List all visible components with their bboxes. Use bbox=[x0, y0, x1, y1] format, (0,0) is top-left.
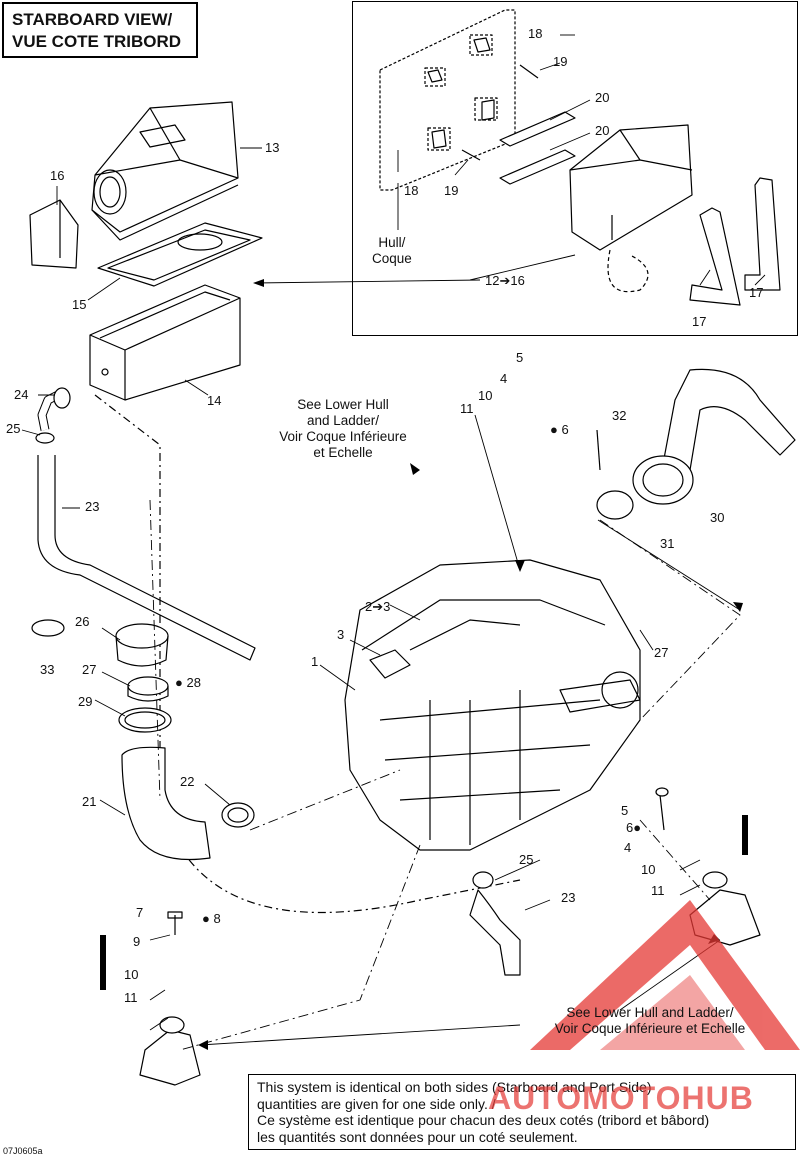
callout-28-torque: ● 28 bbox=[175, 675, 201, 690]
note-line2: quantities are given for one side only. … bbox=[257, 1095, 496, 1112]
ref-upper-line2: and Ladder/ bbox=[306, 413, 380, 428]
callout-6-torque: ● 6 bbox=[550, 422, 569, 437]
callout-17: 17 bbox=[749, 285, 764, 300]
callout-6-torque: 6● bbox=[626, 820, 642, 835]
view-title-line1: STARBOARD VIEW/ bbox=[12, 10, 173, 29]
cap-16 bbox=[29, 199, 79, 269]
callout-8: 8 bbox=[213, 911, 221, 926]
callout-22: 22 bbox=[180, 774, 195, 789]
callout-9: 9 bbox=[133, 934, 141, 949]
airbox-base-14 bbox=[89, 284, 241, 401]
note-line3: Ce système est identique pour chacun des… bbox=[257, 1112, 710, 1128]
callout-10: 10 bbox=[478, 388, 493, 403]
callout-10: 10 bbox=[641, 862, 656, 877]
watermark-logo bbox=[530, 900, 800, 1050]
watermark-text: AUTOMOTOHUB bbox=[488, 1080, 754, 1116]
callout-5: 5 bbox=[621, 803, 629, 818]
callout-4: 4 bbox=[500, 371, 508, 386]
engine-1 bbox=[344, 559, 641, 851]
callout-21: 21 bbox=[82, 794, 97, 809]
callout-1: 1 bbox=[311, 654, 319, 669]
callout-27: 27 bbox=[654, 645, 669, 660]
callout-11: 11 bbox=[651, 883, 665, 898]
callout-4: 4 bbox=[624, 840, 632, 855]
callout-25: 25 bbox=[6, 421, 21, 436]
callout-7: 7 bbox=[136, 905, 144, 920]
callout-13: 13 bbox=[265, 140, 280, 155]
callout-32: 32 bbox=[612, 408, 627, 423]
callout-29: 29 bbox=[78, 694, 93, 709]
ref-lower-hull-upper: See Lower Hull and Ladder/ Voir Coque In… bbox=[258, 397, 428, 461]
hull-label-line1: Hull/ bbox=[378, 235, 406, 250]
callout-15: 15 bbox=[72, 297, 87, 312]
identical-sides-note: This system is identical on both sides (… bbox=[248, 1074, 796, 1150]
ref-upper-line3: Voir Coque Inférieure bbox=[279, 429, 407, 444]
callout-11: 11 bbox=[124, 990, 138, 1005]
callout-25: 25 bbox=[519, 852, 534, 867]
leader-lines bbox=[21, 34, 766, 1046]
callout-20: 20 bbox=[595, 123, 610, 138]
callout-18: 18 bbox=[528, 26, 543, 41]
callout-2-3: 2➔3 bbox=[365, 599, 391, 614]
callout-19: 19 bbox=[444, 183, 459, 198]
callout-14: 14 bbox=[207, 393, 222, 408]
callout-16: 16 bbox=[50, 168, 65, 183]
callout-5: 5 bbox=[516, 350, 524, 365]
airbox-cover-13 bbox=[91, 101, 239, 241]
inset-hull-detail bbox=[352, 1, 798, 336]
callout-3: 3 bbox=[337, 627, 345, 642]
ref-upper-line4: et Echelle bbox=[313, 445, 373, 460]
callout-11: 11 bbox=[460, 401, 474, 416]
callout-26: 26 bbox=[75, 614, 90, 629]
hull-label: Hull/ Coque bbox=[372, 235, 412, 267]
routing-dashed bbox=[149, 499, 741, 1051]
callout-30: 30 bbox=[710, 510, 725, 525]
callout-6: 6 bbox=[626, 820, 634, 835]
callout-24: 24 bbox=[14, 387, 29, 402]
callout-23: 23 bbox=[561, 890, 576, 905]
outlet-parts bbox=[31, 619, 255, 861]
exhaust-parts bbox=[596, 368, 796, 520]
inset-drawing bbox=[379, 9, 781, 306]
hull-label-line2: Coque bbox=[372, 251, 412, 266]
callout-17: 17 bbox=[692, 314, 707, 329]
callout-10: 10 bbox=[124, 967, 139, 982]
callout-6: 6 bbox=[561, 422, 569, 437]
gasket-15 bbox=[97, 222, 263, 287]
callout-31: 31 bbox=[660, 536, 675, 551]
note-line4: les quantités sont données pour un coté … bbox=[257, 1128, 578, 1145]
ref-lower-hull-lower: See Lower Hull and Ladder/ Voir Coque In… bbox=[525, 1005, 775, 1037]
callout-20: 20 bbox=[595, 90, 610, 105]
callout-18: 18 bbox=[404, 183, 419, 198]
inset-group-label: 12➔16 bbox=[485, 273, 525, 288]
engine-mount-left bbox=[100, 911, 201, 1086]
ref-lower-line1: See Lower Hull and Ladder/ bbox=[566, 1005, 734, 1020]
view-title-line2: VUE COTE TRIBORD bbox=[12, 32, 182, 51]
hose-23-lower bbox=[469, 889, 521, 976]
callout-23: 23 bbox=[85, 499, 100, 514]
callout-33: 33 bbox=[40, 662, 55, 677]
view-title: STARBOARD VIEW/ VUE COTE TRIBORD bbox=[2, 2, 198, 58]
callout-28: 28 bbox=[186, 675, 201, 690]
ref-upper-line1: See Lower Hull bbox=[297, 397, 389, 412]
ref-lower-line2: Voir Coque Inférieure et Echelle bbox=[554, 1021, 746, 1036]
callout-27: 27 bbox=[82, 662, 97, 677]
note-line1: This system is identical on both sides (… bbox=[257, 1079, 652, 1095]
callout-8-torque: ● 8 bbox=[202, 911, 221, 926]
hose-assembly-left bbox=[35, 387, 256, 661]
callout-19: 19 bbox=[553, 54, 568, 69]
figure-code: 07J0605a bbox=[3, 1146, 43, 1156]
